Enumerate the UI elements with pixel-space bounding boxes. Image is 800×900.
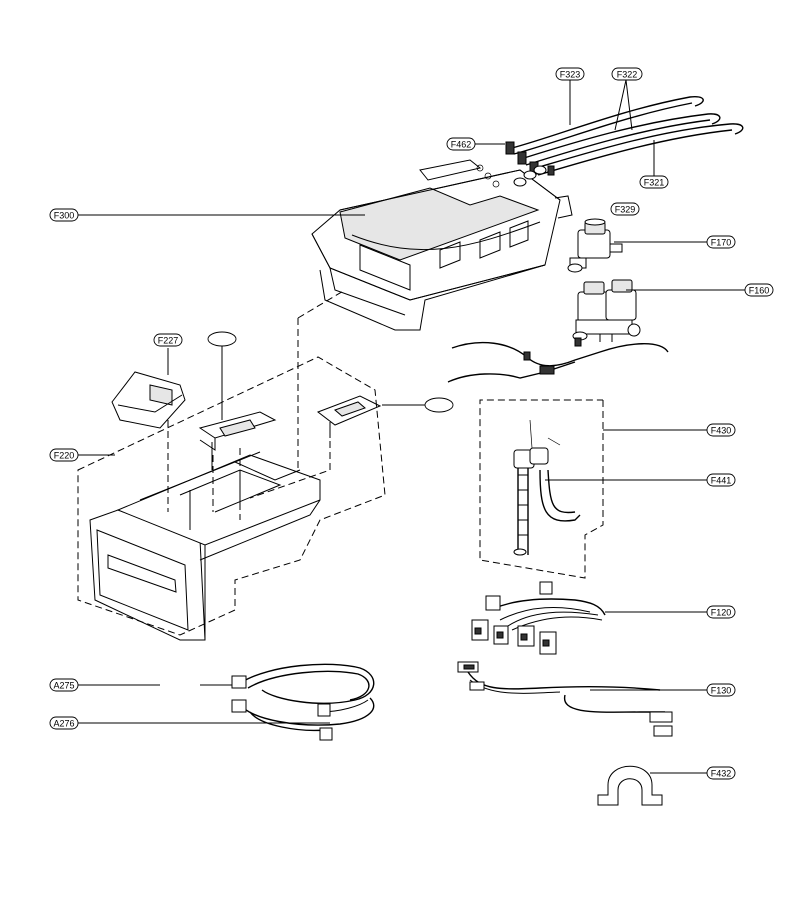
callout-f170: F170: [706, 235, 736, 249]
callout-blank-1: [207, 331, 237, 347]
valve-wiring: [447, 337, 669, 383]
callout-f120: F120: [706, 605, 736, 619]
water-valve-double: [572, 279, 641, 342]
callout-f227: F227: [153, 333, 183, 347]
callout-f220: F220: [49, 448, 79, 462]
callout-a276: A276: [49, 716, 79, 730]
svg-text:A275: A275: [53, 681, 74, 691]
wiring-harness-f130: [457, 661, 673, 737]
callout-f441: F441: [706, 473, 736, 487]
callout-f130: F130: [706, 683, 736, 697]
svg-text:F323: F323: [560, 70, 581, 80]
dispenser-housing: [311, 159, 573, 331]
assembly-guides: [167, 289, 346, 520]
drawer-group-outline: [77, 356, 386, 636]
svg-text:F430: F430: [711, 426, 732, 436]
svg-text:F462: F462: [451, 140, 472, 150]
callout-f430: F430: [706, 423, 736, 437]
drain-hose-assembly: [479, 399, 604, 579]
callout-f432: F432: [706, 766, 736, 780]
svg-text:F170: F170: [711, 238, 732, 248]
svg-text:F329: F329: [615, 205, 636, 215]
svg-text:F441: F441: [711, 476, 732, 486]
callout-blank-2: [424, 397, 454, 413]
leader-lines: [78, 79, 745, 774]
callout-f160: F160: [744, 283, 774, 297]
callout-f462: F462: [446, 137, 476, 151]
hose-clip: [597, 765, 663, 806]
callout-f321: F321: [639, 175, 669, 189]
wiring-harness-f120: [471, 581, 606, 655]
drawer-cap: [111, 371, 186, 429]
callout-a275: A275: [49, 678, 79, 692]
callout-f322: F322: [611, 67, 643, 81]
svg-text:F220: F220: [54, 451, 75, 461]
svg-text:F160: F160: [749, 286, 770, 296]
detergent-drawer: [89, 451, 321, 641]
inlet-hoses: [505, 95, 744, 176]
svg-text:F120: F120: [711, 608, 732, 618]
siphon-left: [198, 411, 277, 470]
siphon-right: [316, 395, 382, 438]
water-valve-single: [567, 218, 623, 273]
callout-f300: F300: [49, 208, 79, 222]
cable-assemblies: [231, 663, 375, 741]
svg-text:F130: F130: [711, 686, 732, 696]
callout-f323: F323: [555, 67, 585, 81]
svg-text:F321: F321: [644, 178, 665, 188]
callout-f329: F329: [610, 202, 640, 216]
svg-text:F227: F227: [158, 336, 179, 346]
svg-text:A276: A276: [53, 719, 74, 729]
svg-text:F432: F432: [711, 769, 732, 779]
svg-text:F300: F300: [54, 211, 75, 221]
svg-text:F322: F322: [617, 70, 638, 80]
